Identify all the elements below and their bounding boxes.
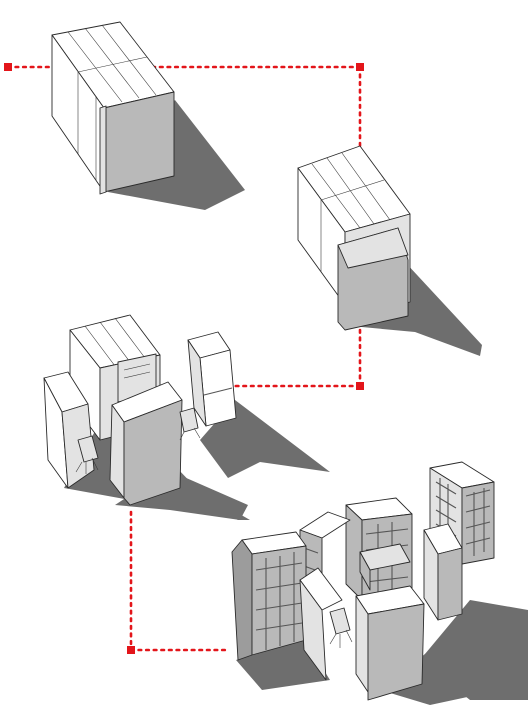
module-front-door xyxy=(103,91,175,193)
office-chair xyxy=(179,407,201,441)
office-chair xyxy=(75,435,99,474)
connector-node xyxy=(4,63,12,71)
step3-opened-workstations xyxy=(43,314,330,520)
door-top-edge xyxy=(337,227,409,269)
left-door xyxy=(299,579,327,681)
door-edge xyxy=(99,105,107,195)
connector-step2-step3 xyxy=(220,328,364,390)
office-chair xyxy=(329,607,353,648)
shelf-unit-edge xyxy=(231,539,253,661)
connector-step3-step4 xyxy=(127,510,230,654)
step2-door-opening xyxy=(297,145,482,356)
module-shadow xyxy=(340,262,482,356)
connector-node xyxy=(356,382,364,390)
step1-closed-module xyxy=(51,21,245,210)
cluster-shadow xyxy=(115,470,248,520)
right-panel xyxy=(437,547,463,621)
cluster-shadow xyxy=(380,650,500,705)
shelf-unit-front xyxy=(251,545,307,656)
center-door xyxy=(367,603,425,701)
right-panel-edge xyxy=(187,339,207,427)
step4-cluster-with-shelving xyxy=(231,461,528,705)
connector-node xyxy=(356,63,364,71)
lattice-shelving xyxy=(255,552,303,650)
center-door xyxy=(123,399,183,506)
connector-step1-step2 xyxy=(4,63,364,154)
connector-node xyxy=(127,646,135,654)
cluster-shadow xyxy=(200,400,330,478)
desk-side xyxy=(359,551,371,591)
shelf-unit-back xyxy=(461,481,495,565)
